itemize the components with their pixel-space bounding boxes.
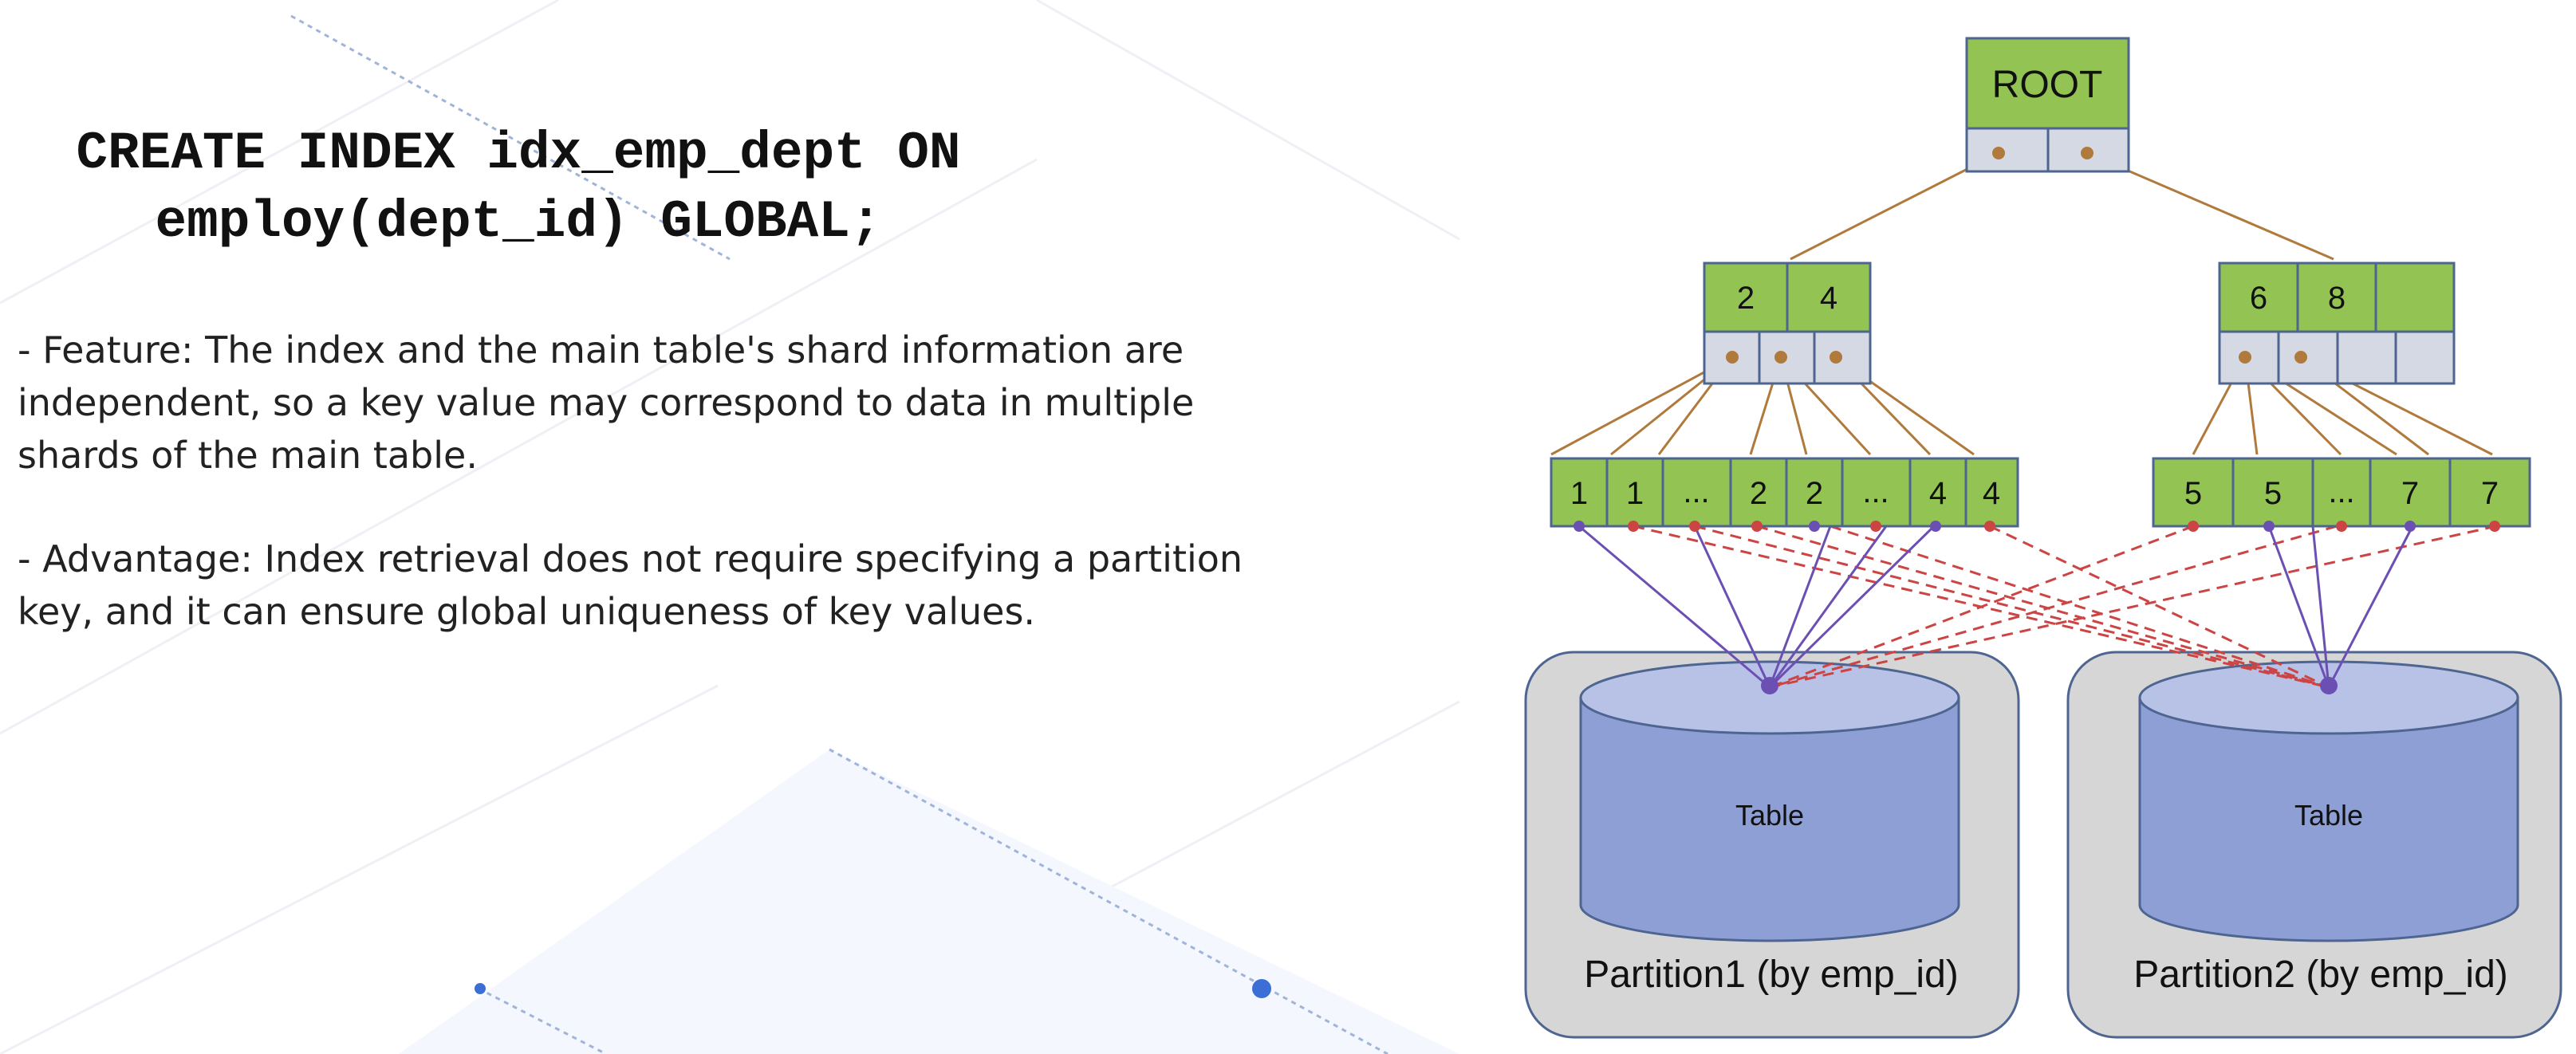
leaf-left-1: 1 (1570, 476, 1588, 511)
table-label-2: Table (2294, 799, 2363, 832)
database-cylinder-icon (1579, 660, 1960, 942)
leaf-left-7: 4 (1929, 476, 1947, 511)
leaf-left-8: 4 (1983, 476, 2000, 511)
local-links (1578, 525, 2414, 689)
leaf-left-2: 1 (1626, 476, 1644, 511)
database-cylinder-icon (2138, 660, 2519, 942)
leaf-left-6: ... (1862, 474, 1889, 509)
branch-node-right: 6 8 (2218, 262, 2456, 385)
leaf-right-5: 7 (2481, 476, 2499, 511)
leaf-left-5: 2 (1806, 476, 1823, 511)
global-index-diagram: Table Partition1 (by emp_id) Table Parti… (1524, 37, 2562, 1039)
leaf-row-right: 5 5 ... 7 7 (2152, 457, 2531, 532)
advantage-bullet: - Advantage: Index retrieval does not re… (18, 537, 1243, 633)
leaf-row-left: 1 1 ... 2 2 ... 4 4 (1550, 457, 2019, 532)
partition-label-1: Partition1 (by emp_id) (1584, 954, 1959, 996)
partition-2: Table Partition2 (by emp_id) (2066, 651, 2562, 1039)
branch-left-key-2: 4 (1820, 281, 1837, 316)
sql-statement: CREATE INDEX idx_emp_dept ON employ(dept… (0, 120, 1037, 257)
leaf-right-3: ... (2328, 474, 2354, 509)
sql-line-1: CREATE INDEX idx_emp_dept ON (76, 124, 961, 183)
sql-line-2: employ(dept_id) GLOBAL; (155, 192, 882, 252)
branch-right-key-2: 8 (2328, 281, 2346, 316)
leaf-right-1: 5 (2184, 476, 2202, 511)
leaf-right-4: 7 (2401, 476, 2419, 511)
leaf-left-4: 2 (1750, 476, 1767, 511)
branch-node-left: 2 4 (1703, 262, 1872, 385)
root-node: ROOT (1965, 37, 2130, 173)
root-label: ROOT (1992, 64, 2103, 106)
partition-label-2: Partition2 (by emp_id) (2133, 954, 2508, 996)
branch-right-key-1: 6 (2250, 281, 2267, 316)
remote-links (1633, 525, 2497, 689)
feature-bullet: - Feature: The index and the main table'… (18, 328, 1195, 477)
partition-1: Table Partition1 (by emp_id) (1524, 651, 2020, 1039)
leaf-right-2: 5 (2264, 476, 2282, 511)
table-label-1: Table (1735, 799, 1804, 832)
leaf-left-3: ... (1683, 474, 1709, 509)
branch-left-key-1: 2 (1737, 281, 1755, 316)
